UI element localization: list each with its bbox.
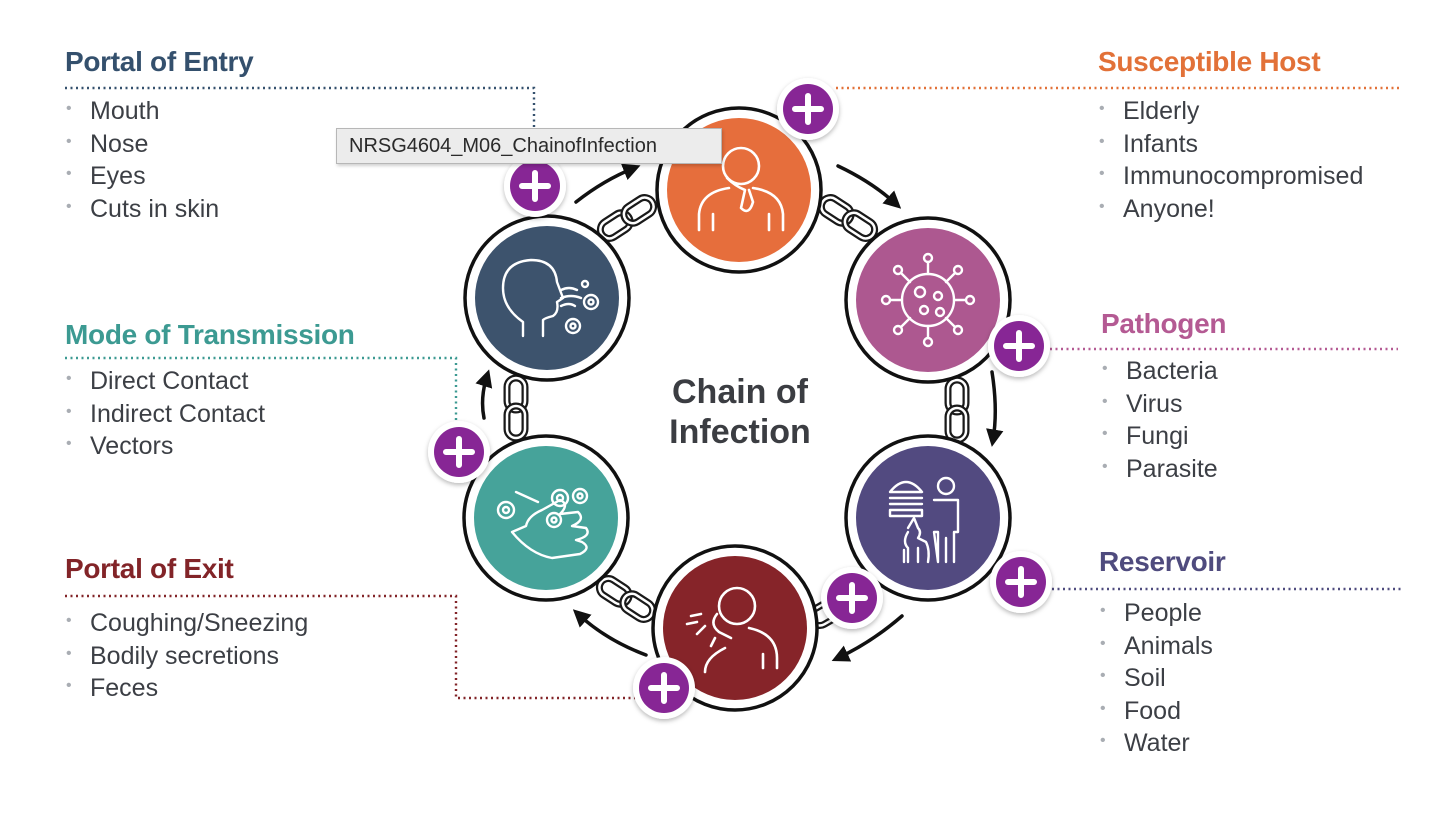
group-list: Elderly Infants Immunocompromised Anyone… — [1098, 93, 1363, 226]
list-item: Elderly — [1098, 93, 1363, 128]
list-item: Bacteria — [1101, 353, 1218, 388]
group-title: Portal of Exit — [65, 553, 234, 584]
chain-link-transmission-entry — [503, 374, 529, 442]
group-list: Bacteria Virus Fungi Parasite — [1101, 353, 1218, 486]
filename-tooltip: NRSG4604_M06_ChainofInfection — [336, 128, 722, 164]
chain-link-exit-transmission — [595, 575, 657, 623]
list-item: Virus — [1101, 386, 1218, 421]
person-dog-burger-icon — [888, 476, 960, 564]
node-mode-of-transmission — [462, 434, 630, 602]
list-item: Bodily secretions — [65, 638, 308, 673]
burger-icon — [888, 480, 924, 518]
expand-buttons — [428, 78, 1052, 719]
plus-icon — [1005, 566, 1037, 598]
plus-icon — [648, 672, 680, 704]
expand-reservoir-button[interactable] — [990, 551, 1052, 613]
node-reservoir — [844, 434, 1012, 602]
center-title-line2: Infection — [669, 413, 811, 451]
list-item: People — [1099, 595, 1213, 630]
plus-icon — [1003, 330, 1035, 362]
virus-icon — [880, 252, 976, 348]
expand-pathogen-button[interactable] — [988, 315, 1050, 377]
group-title: Pathogen — [1101, 308, 1227, 339]
expand-mode-of-transmission-button[interactable] — [428, 421, 490, 483]
group-list: People Animals Soil Food Water — [1099, 595, 1213, 760]
list-item: Soil — [1099, 660, 1213, 695]
group-list: Coughing/Sneezing Bodily secretions Fece… — [65, 605, 308, 705]
head-breathing-germs-icon — [501, 258, 600, 338]
expand-reservoir-secondary-button[interactable] — [821, 567, 883, 629]
expand-susceptible-host-button[interactable] — [777, 78, 839, 140]
list-item: Parasite — [1101, 451, 1218, 486]
group-list: Direct Contact Indirect Contact Vectors — [65, 363, 265, 463]
group-title: Susceptible Host — [1098, 46, 1321, 77]
center-title-line1: Chain of — [672, 373, 808, 411]
connector-lines — [65, 86, 1402, 700]
list-item: Food — [1099, 693, 1213, 728]
group-mode-of-transmission: Mode of Transmission Direct Contact Indi… — [65, 319, 355, 460]
connector-portal-of-exit — [65, 594, 636, 700]
list-item: Infants — [1098, 126, 1363, 161]
person-coughing-icon — [685, 586, 779, 674]
plus-icon — [836, 582, 868, 614]
chain-link-pathogen-reservoir — [944, 376, 970, 444]
chain-link-entry-host — [596, 194, 658, 242]
plus-icon — [519, 170, 551, 202]
group-title: Reservoir — [1099, 546, 1226, 577]
list-item: Direct Contact — [65, 363, 265, 398]
connector-mode-of-transmission — [65, 356, 458, 430]
plus-icon — [792, 93, 824, 125]
list-item: Coughing/Sneezing — [65, 605, 308, 640]
list-item: Vectors — [65, 428, 265, 463]
chain-link-host-pathogen — [817, 194, 879, 242]
connector-portal-of-entry — [65, 86, 536, 128]
arrow-transmission-to-entry — [475, 369, 493, 420]
list-item: Animals — [1099, 628, 1213, 663]
dog-icon — [902, 516, 930, 564]
arrow-pathogen-to-reservoir — [986, 370, 1004, 447]
expand-portal-of-exit-button[interactable] — [633, 657, 695, 719]
group-pathogen: Pathogen Bacteria Virus Fungi Parasite — [1101, 308, 1227, 483]
list-item: Eyes — [65, 158, 219, 193]
arrow-entry-to-host — [574, 163, 641, 204]
group-portal-of-entry: Portal of Entry Mouth Nose Eyes Cuts in … — [65, 46, 254, 223]
group-list: Mouth Nose Eyes Cuts in skin — [65, 93, 219, 226]
node-portal-of-exit — [651, 544, 819, 712]
node-portal-of-entry — [463, 214, 631, 382]
expand-portal-of-entry-button[interactable] — [504, 155, 566, 217]
group-portal-of-exit: Portal of Exit Coughing/Sneezing Bodily … — [65, 553, 308, 702]
germ-hand-icon — [496, 487, 589, 560]
list-item: Mouth — [65, 93, 219, 128]
list-item: Feces — [65, 670, 308, 705]
list-item: Cuts in skin — [65, 191, 219, 226]
group-title: Portal of Entry — [65, 46, 254, 77]
list-item: Indirect Contact — [65, 396, 265, 431]
list-item: Immunocompromised — [1098, 158, 1363, 193]
list-item: Water — [1099, 725, 1213, 760]
node-pathogen — [844, 216, 1012, 384]
arrow-host-to-pathogen — [836, 164, 902, 209]
arrow-reservoir-to-exit — [831, 614, 904, 662]
group-susceptible-host: Susceptible Host Elderly Infants Immunoc… — [1098, 46, 1363, 223]
center-title: Chain of Infection — [640, 372, 840, 452]
arrow-exit-to-transmission — [572, 609, 648, 657]
list-item: Anyone! — [1098, 191, 1363, 226]
group-reservoir: Reservoir People Animals Soil Food Water — [1099, 546, 1226, 757]
list-item: Fungi — [1101, 418, 1218, 453]
plus-icon — [443, 436, 475, 468]
list-item: Nose — [65, 126, 219, 161]
cycle-arrows — [475, 163, 1004, 662]
group-title: Mode of Transmission — [65, 319, 355, 350]
person-sneezing-icon — [697, 146, 785, 232]
